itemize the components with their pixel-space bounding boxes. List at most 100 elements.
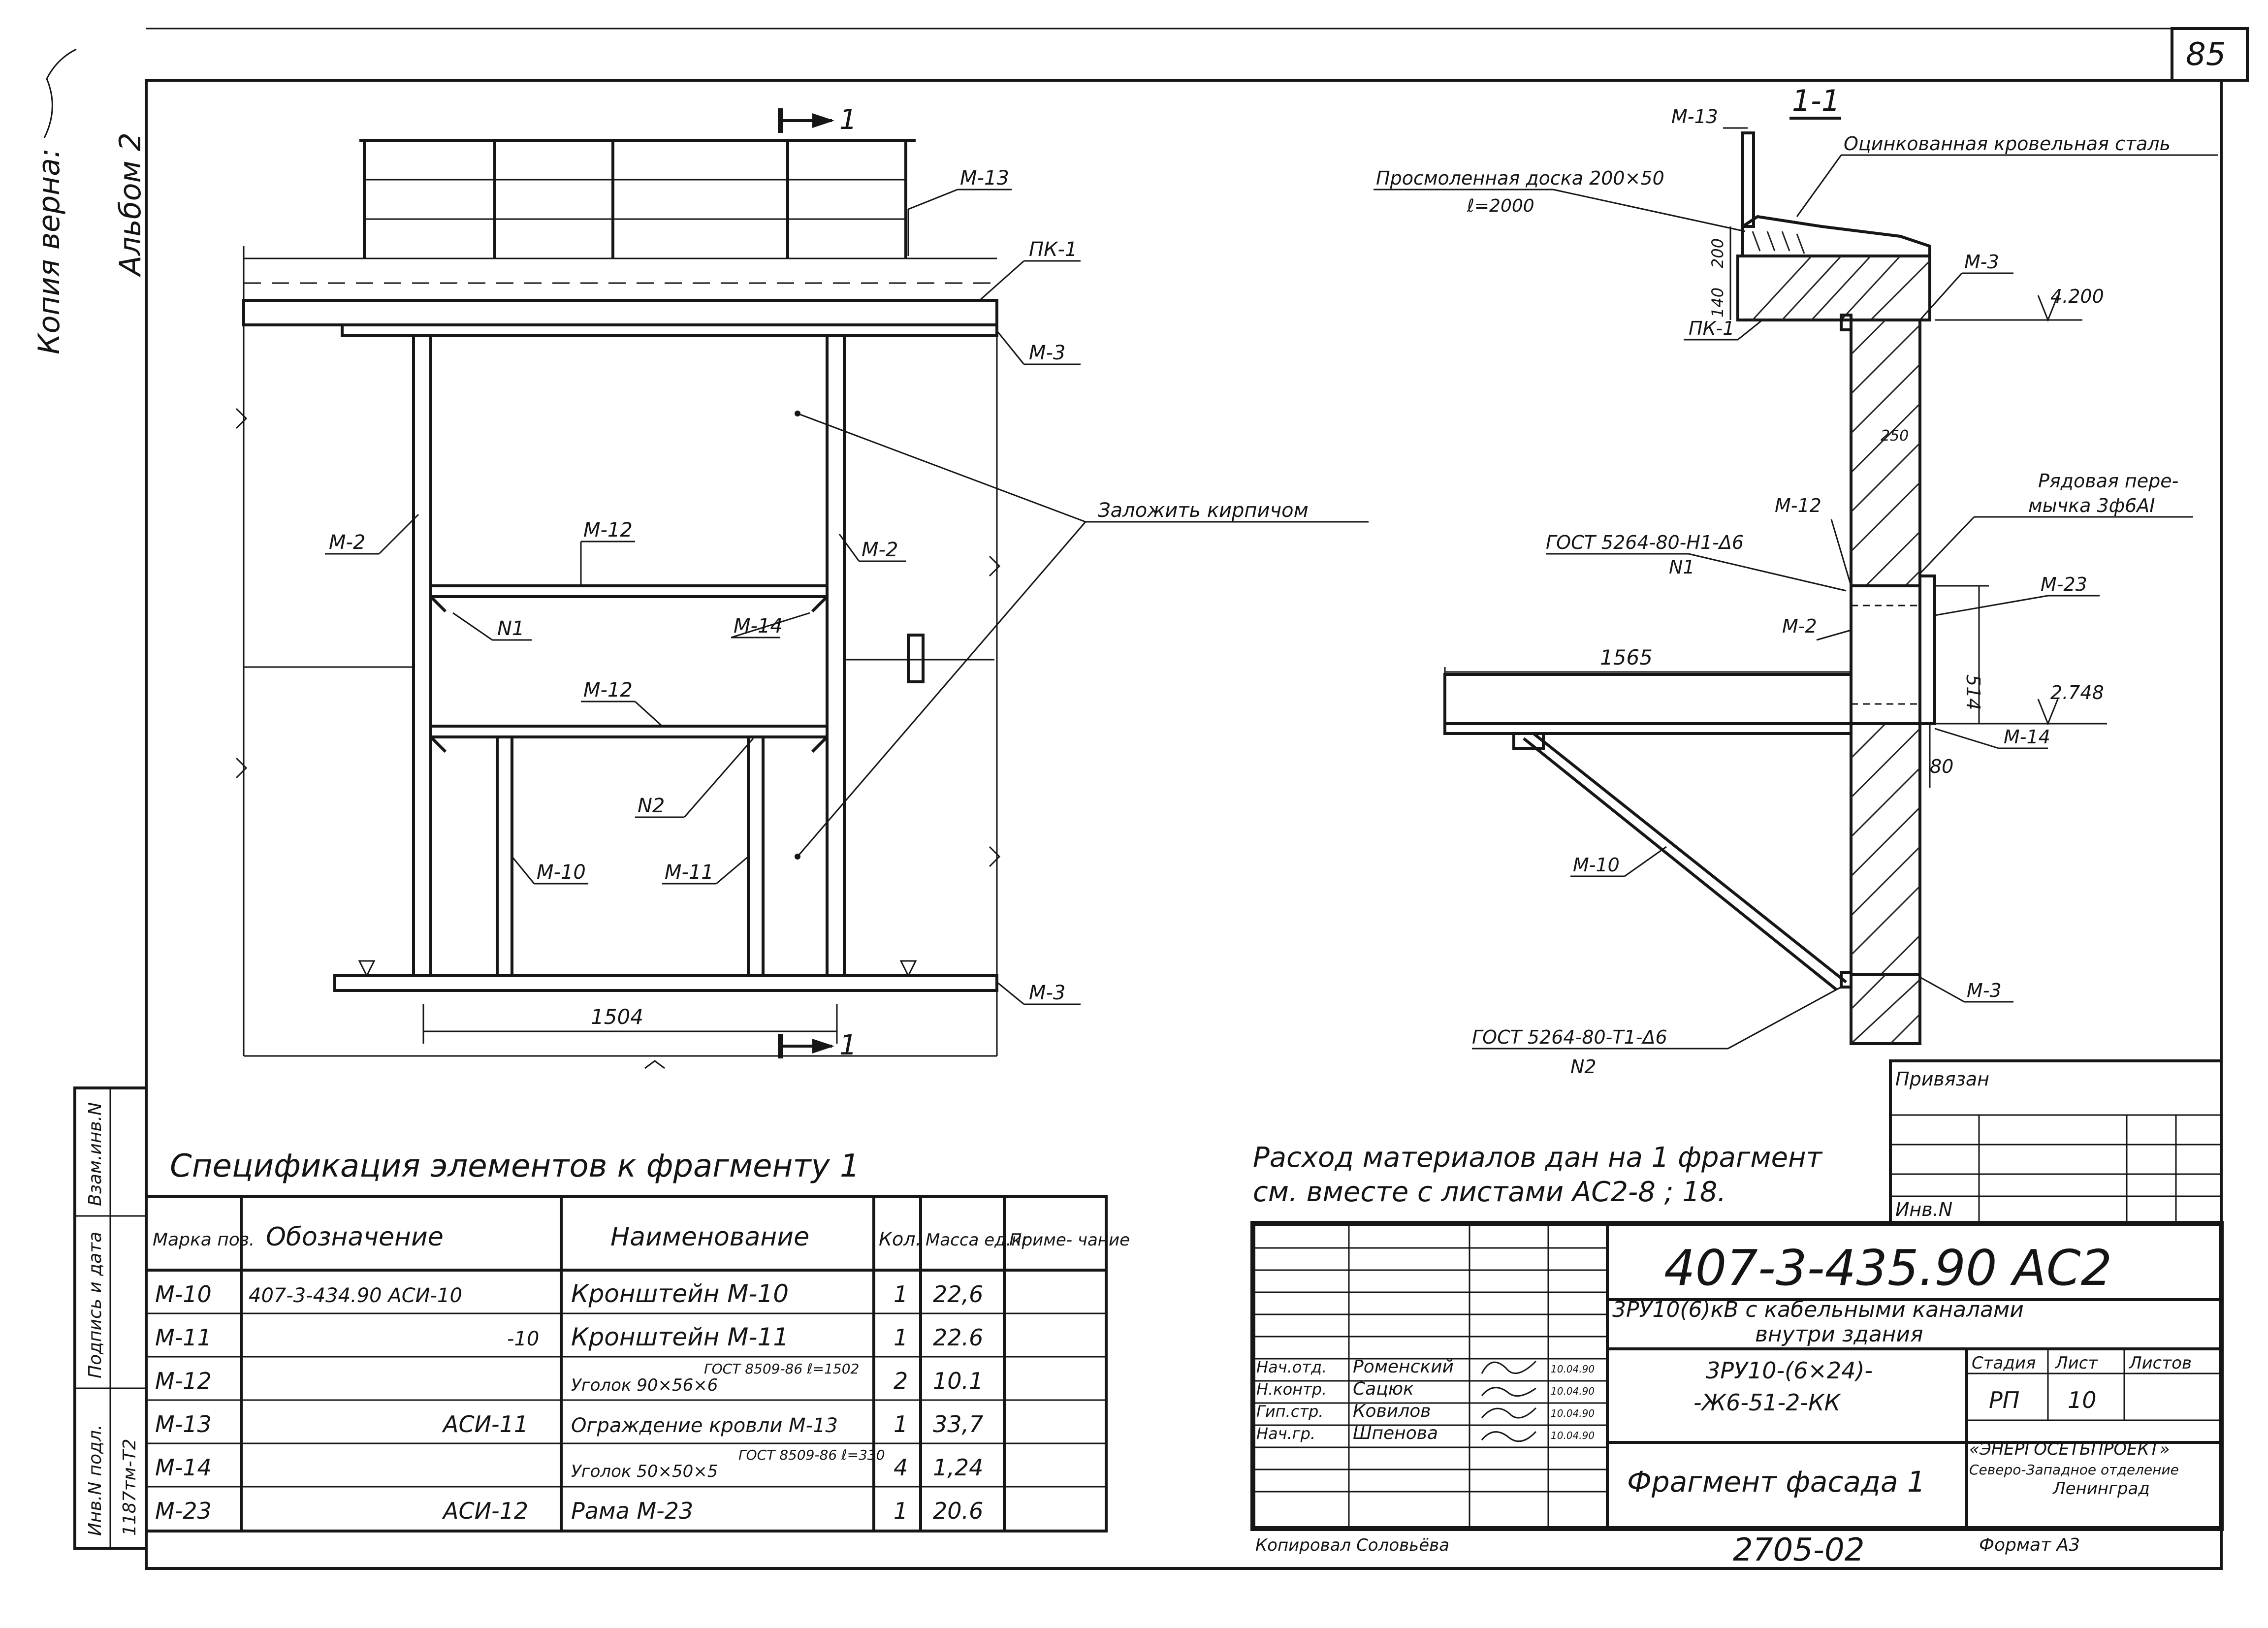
row-code: -10 bbox=[507, 1328, 539, 1350]
section-1-1: 1-1 М-13 Оци bbox=[1374, 84, 2218, 1078]
row-name: Кронштейн М-11 bbox=[571, 1323, 789, 1351]
row-mass: 10.1 bbox=[933, 1368, 983, 1394]
row-name-sub: ГОСТ 8509-86 ℓ=1502 bbox=[704, 1361, 859, 1377]
org-line3: Ленинград bbox=[2052, 1479, 2150, 1499]
copy-note: Копия верна: bbox=[32, 148, 66, 354]
org-line1: «ЭНЕРГОСЕТЬПРОЕКТ» bbox=[1969, 1439, 2170, 1459]
sec-label-board-len: ℓ=2000 bbox=[1467, 196, 1534, 216]
facade-fragment: Заложить кирпичом 1 1 1504 М-13 ПК-1 М-3… bbox=[235, 104, 1369, 1069]
signer-role: Гип.стр. bbox=[1256, 1402, 1323, 1421]
stamp-signature-date: Подпись и дата bbox=[85, 1232, 105, 1378]
album-label: Альбом 2 bbox=[113, 132, 148, 278]
sec-dim-80: 80 bbox=[1930, 756, 1953, 777]
signer-role: Нач.отд. bbox=[1256, 1358, 1327, 1376]
label-m13: М-13 bbox=[960, 167, 1009, 190]
spec-table bbox=[145, 1195, 1108, 1532]
sec-label-m3-bottom: М-3 bbox=[1967, 980, 2002, 1001]
stage-label: Стадия bbox=[1972, 1353, 2036, 1373]
signer-name: Сацюк bbox=[1353, 1379, 1414, 1399]
sec-n2: N2 bbox=[1570, 1056, 1597, 1078]
row-code: АСИ-11 bbox=[442, 1411, 528, 1437]
dim-1504: 1504 bbox=[591, 1005, 643, 1029]
row-mark: М-14 bbox=[155, 1454, 212, 1481]
row-qty: 1 bbox=[894, 1281, 908, 1308]
sec-dim-140: 140 bbox=[1708, 287, 1727, 318]
materials-note-line2: см. вместе с листами АС2-8 ; 18. bbox=[1253, 1176, 1726, 1208]
table-row: М-12 Уголок 90×56×6 ГОСТ 8509-86 ℓ=1502 … bbox=[155, 1361, 983, 1395]
stamp-inv-podl: Инв.N подл. bbox=[85, 1425, 105, 1536]
row-mass: 22.6 bbox=[933, 1324, 983, 1351]
signer-role: Нач.гр. bbox=[1256, 1424, 1315, 1443]
desc-line1: 3РУ10(6)кВ с кабельными каналами bbox=[1612, 1297, 2024, 1322]
row-name: Ограждение кровли М-13 bbox=[571, 1414, 838, 1437]
sec-dim-250: 250 bbox=[1881, 427, 1909, 445]
sec-gost-1: ГОСТ 5264-80-Н1-Δ6 bbox=[1546, 532, 1744, 553]
label-m2-left: М-2 bbox=[329, 531, 365, 554]
sec-gost-2: ГОСТ 5264-80-Т1-Δ6 bbox=[1472, 1026, 1667, 1048]
label-m10: М-10 bbox=[537, 861, 586, 884]
signer-date: 10.04.90 bbox=[1551, 1385, 1595, 1397]
spec-section: Спецификация элементов к фрагменту 1 Мар… bbox=[145, 1148, 1130, 1532]
row-name-sub: ГОСТ 8509-86 ℓ=330 bbox=[738, 1447, 885, 1463]
sheets-label: Листов bbox=[2128, 1353, 2192, 1373]
signer-row: Н.контр. Сацюк 10.04.90 bbox=[1256, 1379, 1595, 1399]
desc-line2: внутри здания bbox=[1755, 1322, 1923, 1347]
row-name: Уголок 90×56×6 bbox=[571, 1375, 718, 1395]
sec-label-m3-top: М-3 bbox=[1964, 251, 1999, 273]
row-qty: 1 bbox=[894, 1324, 908, 1351]
signer-role: Н.контр. bbox=[1256, 1380, 1327, 1399]
row-mark: М-11 bbox=[155, 1324, 212, 1351]
signer-name: Роменский bbox=[1353, 1357, 1454, 1377]
spec-header-mark: Марка поз. bbox=[153, 1230, 255, 1250]
row-mass: 20.6 bbox=[933, 1498, 983, 1524]
signer-name: Шпенова bbox=[1353, 1423, 1438, 1443]
row-code: АСИ-12 bbox=[442, 1498, 528, 1524]
signer-date: 10.04.90 bbox=[1551, 1363, 1595, 1375]
row-qty: 1 bbox=[894, 1411, 908, 1437]
spec-header-mass: Масса ед.кг bbox=[926, 1230, 1031, 1250]
label-m12-upper: М-12 bbox=[583, 519, 633, 542]
label-m14: М-14 bbox=[734, 615, 783, 638]
row-mass: 33,7 bbox=[933, 1411, 983, 1437]
row-name: Уголок 50×50×5 bbox=[571, 1462, 718, 1481]
footer-copied: Копировал Соловьёва bbox=[1255, 1535, 1449, 1555]
sheet-frame: 85 bbox=[145, 27, 2249, 1570]
row-mass: 1,24 bbox=[933, 1454, 983, 1481]
row-mark: М-13 bbox=[155, 1411, 212, 1437]
sheet-label: Лист bbox=[2054, 1353, 2098, 1373]
sec-elev-4200: 4.200 bbox=[2050, 286, 2104, 307]
label-n2: N2 bbox=[638, 795, 665, 817]
doc-code: 407-3-435.90 АС2 bbox=[1664, 1239, 2112, 1297]
row-name: Рама М-23 bbox=[571, 1498, 693, 1524]
sec-dim-1565: 1565 bbox=[1600, 645, 1653, 670]
sec-label-m13: М-13 bbox=[1671, 106, 1718, 128]
sec-label-lintel-1: Рядовая пере- bbox=[2038, 470, 2178, 492]
signer-name: Ковилов bbox=[1353, 1401, 1431, 1421]
sec-label-m10: М-10 bbox=[1573, 854, 1620, 876]
footer-number: 2705-02 bbox=[1733, 1532, 1864, 1568]
table-row: М-13 АСИ-11 Ограждение кровли М-13 1 33,… bbox=[155, 1411, 983, 1437]
spec-header-code: Обозначение bbox=[266, 1222, 444, 1252]
privyazan-label: Привязан bbox=[1895, 1068, 1989, 1090]
table-row: М-11 -10 Кронштейн М-11 1 22.6 bbox=[155, 1323, 983, 1351]
sec-label-lintel-2: мычка 3ф6АI bbox=[2028, 495, 2155, 516]
sec-n1: N1 bbox=[1669, 556, 1695, 578]
label-m3-top: М-3 bbox=[1029, 342, 1065, 364]
privyazan-block: Привязан Инв.N bbox=[1889, 1059, 2223, 1225]
table-row: М-14 Уголок 50×50×5 ГОСТ 8509-86 ℓ=330 4… bbox=[155, 1447, 983, 1481]
stamp-vzam-inv: Взам.инв.N bbox=[85, 1102, 105, 1206]
sheet-value: 10 bbox=[2068, 1387, 2097, 1413]
stage-value: РП bbox=[1989, 1387, 2019, 1413]
inv-n-label: Инв.N bbox=[1895, 1199, 1952, 1220]
title-block: 407-3-435.90 АС2 3РУ10(6)кВ с кабельными… bbox=[1250, 1221, 2224, 1531]
org-line2: Северо-Западное отделение bbox=[1969, 1462, 2179, 1478]
sec-label-galv: Оцинкованная кровельная сталь bbox=[1844, 133, 2171, 155]
sec-dim-200: 200 bbox=[1708, 238, 1727, 268]
signer-row: Нач.гр. Шпенова 10.04.90 bbox=[1256, 1423, 1595, 1443]
row-qty: 1 bbox=[894, 1498, 908, 1524]
sec-label-m23: М-23 bbox=[2041, 574, 2087, 595]
label-m3-bottom: М-3 bbox=[1029, 982, 1065, 1004]
signer-row: Нач.отд. Роменский 10.04.90 bbox=[1256, 1357, 1595, 1377]
label-m11: М-11 bbox=[665, 861, 714, 884]
left-margin: Копия верна: Альбом 2 Инв.N подл. 1187тм… bbox=[32, 48, 148, 1550]
